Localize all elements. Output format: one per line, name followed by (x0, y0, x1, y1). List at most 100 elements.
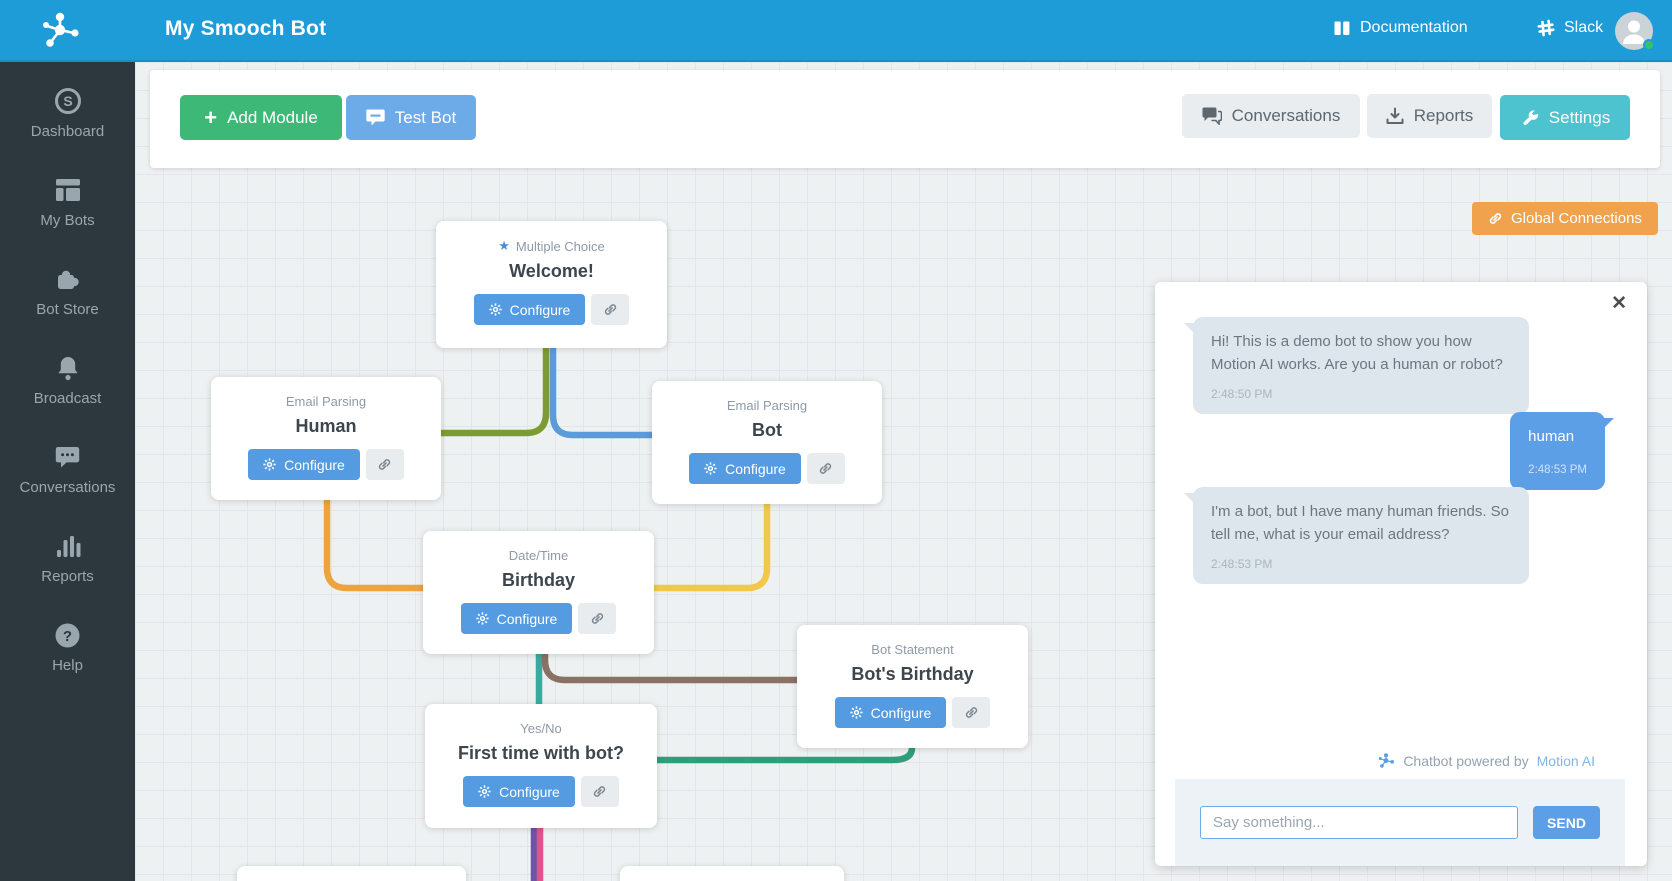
app-header: My Smooch Bot Documentation Slack (0, 0, 1672, 62)
settings-label: Settings (1548, 107, 1611, 127)
test-chat-icon (366, 109, 385, 126)
bots-grid-icon (55, 175, 81, 205)
link-button[interactable] (578, 603, 617, 634)
reports-button[interactable]: Reports (1367, 94, 1492, 138)
module-title: Bot's Birthday (851, 664, 974, 684)
module-type: Bot Statement (871, 642, 954, 657)
page-title: My Smooch Bot (165, 17, 327, 40)
chat-message-input[interactable] (1200, 806, 1518, 839)
connection-bots-birthday-first-time (657, 747, 916, 764)
settings-button[interactable]: Settings (1500, 95, 1630, 140)
configure-label: Configure (509, 301, 571, 318)
gear-icon (263, 458, 276, 471)
gear-icon (478, 785, 491, 798)
configure-button[interactable]: Configure (473, 294, 586, 325)
configure-label: Configure (499, 783, 560, 800)
conversations-icon (1202, 107, 1222, 125)
download-icon (1386, 107, 1404, 124)
module-card-partial-center[interactable] (620, 866, 844, 881)
module-card-bots-birthday[interactable]: Bot Statement Bot's Birthday Configure (797, 625, 1028, 748)
module-title: Welcome! (509, 261, 594, 281)
link-button[interactable] (365, 449, 404, 480)
gear-icon (476, 612, 489, 625)
close-icon[interactable]: ✕ (1611, 293, 1627, 314)
gear-icon (850, 706, 863, 719)
test-bot-label: Test Bot (394, 107, 457, 127)
bot-flow-canvas[interactable]: + Add Module Test Bot Conversations Re (135, 62, 1672, 881)
configure-button[interactable]: Configure (834, 697, 947, 728)
module-card-human[interactable]: Email Parsing Human Configure (211, 377, 441, 500)
sidebar-item-help[interactable]: ? Help (0, 609, 135, 698)
module-type: Date/Time (508, 548, 569, 563)
conversations-label: Conversations (1231, 106, 1341, 125)
motion-ai-link[interactable]: Motion AI (1536, 753, 1595, 769)
book-icon (1334, 21, 1350, 35)
chat-bubble-icon (54, 442, 81, 472)
bar-chart-icon (55, 531, 81, 561)
chat-message-bot: I'm a bot, but I have many human friends… (1184, 487, 1529, 584)
configure-button[interactable]: Configure (463, 776, 575, 807)
sidebar-item-broadcast[interactable]: Broadcast (0, 342, 135, 431)
add-module-button[interactable]: + Add Module (180, 95, 342, 140)
sidebar-item-my-bots[interactable]: My Bots (0, 164, 135, 253)
star-icon: ★ (498, 238, 510, 253)
svg-text:?: ? (63, 628, 72, 645)
module-card-bot[interactable]: Email Parsing Bot Configure (652, 381, 882, 504)
slack-icon (1537, 19, 1555, 37)
test-bot-chat-panel: ✕ Hi! This is a demo bot to show you how… (1155, 282, 1647, 866)
link-button[interactable] (580, 776, 619, 807)
module-card-partial-left[interactable] (237, 866, 466, 881)
link-button[interactable] (952, 697, 991, 728)
configure-button[interactable]: Configure (460, 603, 573, 634)
chain-icon (591, 613, 603, 624)
module-title: First time with bot? (458, 743, 624, 763)
test-bot-button[interactable]: Test Bot (346, 95, 476, 140)
configure-label: Configure (870, 704, 932, 721)
puzzle-piece-icon (55, 264, 81, 294)
slack-link[interactable]: Slack (1537, 19, 1603, 37)
configure-label: Configure (496, 610, 558, 627)
module-title: Birthday (501, 570, 575, 590)
connection-welcome-human (441, 348, 550, 437)
connection-bot-birthday (654, 504, 771, 592)
module-type: ★ Multiple Choice (436, 238, 667, 254)
sidebar-item-dashboard[interactable]: S Dashboard (0, 75, 135, 164)
sidebar-item-label: Help (52, 657, 83, 674)
chain-icon (820, 463, 832, 474)
link-button[interactable] (806, 453, 845, 484)
chat-message-time: 2:48:53 PM (1528, 463, 1587, 476)
chat-message-time: 2:48:53 PM (1211, 557, 1273, 571)
user-avatar[interactable] (1615, 12, 1655, 51)
svg-text:S: S (63, 93, 72, 109)
module-card-welcome[interactable]: ★ Multiple Choice Welcome! Configure (436, 221, 667, 348)
link-button[interactable] (591, 294, 630, 325)
module-card-first-time[interactable]: Yes/No First time with bot? Configure (425, 704, 657, 828)
conversations-button[interactable]: Conversations (1182, 94, 1360, 138)
reports-label: Reports (1413, 106, 1474, 125)
global-connections-button[interactable]: Global Connections (1472, 202, 1658, 235)
connection-birthday-bots-birthday (541, 654, 797, 684)
sidebar-item-bot-store[interactable]: Bot Store (0, 253, 135, 342)
canvas-toolbar: + Add Module Test Bot Conversations Re (150, 70, 1660, 168)
add-module-label: Add Module (227, 107, 318, 127)
module-card-birthday[interactable]: Date/Time Birthday Configure (423, 531, 654, 654)
module-type: Email Parsing (726, 398, 808, 413)
chat-message-text: I'm a bot, but I have many human friends… (1211, 503, 1510, 543)
powered-by-row: Chatbot powered by Motion AI (1377, 752, 1595, 770)
global-connections-label: Global Connections (1511, 210, 1642, 227)
send-button[interactable]: SEND (1533, 806, 1600, 839)
module-title: Bot (752, 420, 782, 440)
gear-icon (704, 462, 717, 475)
configure-button[interactable]: Configure (689, 453, 801, 484)
smooch-s-icon: S (54, 86, 82, 116)
sidebar-item-reports[interactable]: Reports (0, 520, 135, 609)
documentation-link[interactable]: Documentation (1333, 19, 1468, 37)
configure-label: Configure (284, 456, 345, 473)
sidebar-item-label: Reports (41, 568, 94, 585)
configure-label: Configure (725, 460, 786, 477)
online-status-dot (1643, 39, 1655, 51)
configure-button[interactable]: Configure (248, 449, 360, 480)
module-title: Human (295, 416, 357, 436)
question-circle-icon: ? (54, 620, 81, 650)
sidebar-item-conversations[interactable]: Conversations (0, 431, 135, 520)
